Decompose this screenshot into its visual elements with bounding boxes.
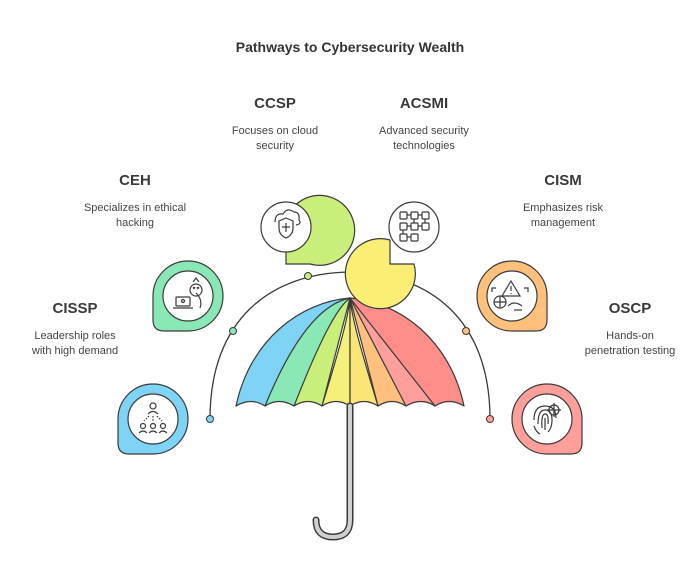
ceh-heading: CEH bbox=[119, 172, 151, 189]
badge-oscp bbox=[511, 383, 583, 455]
badge-cissp bbox=[117, 383, 189, 455]
ceh-description: Specializes in ethical hacking bbox=[83, 202, 187, 229]
cissp-description: Leadership roles with high demand bbox=[31, 330, 119, 357]
acsmi-description: Advanced security technologies bbox=[379, 125, 469, 152]
cissp-heading: CISSP bbox=[52, 300, 98, 317]
risk-management-icon bbox=[491, 279, 529, 311]
label-oscp: OSCP Hands-on penetration testing bbox=[565, 300, 695, 359]
connector-dot-ccsp bbox=[304, 272, 312, 280]
badge-acsmi bbox=[344, 201, 440, 310]
badge-ceh bbox=[152, 260, 224, 332]
acsmi-heading: ACSMI bbox=[399, 95, 449, 112]
connector-dot-cism bbox=[462, 327, 470, 335]
connector-dot-oscp bbox=[486, 415, 494, 423]
ccsp-heading: CCSP bbox=[254, 95, 296, 112]
cism-heading: CISM bbox=[544, 172, 582, 189]
badge-cism bbox=[476, 260, 548, 332]
connector-dot-cissp bbox=[206, 415, 214, 423]
label-cism: CISM Emphasizes risk management bbox=[493, 172, 633, 231]
umbrella-canopy bbox=[235, 297, 465, 407]
team-leader-icon bbox=[138, 402, 168, 434]
diagram-title: Pathways to Cybersecurity Wealth bbox=[235, 39, 465, 55]
cloud-shield-icon bbox=[274, 209, 301, 239]
canopy-panel-green bbox=[264, 297, 351, 407]
ethical-hacker-icon bbox=[173, 277, 203, 309]
canopy-panel-lightyellow bbox=[321, 297, 351, 407]
label-ceh: CEH Specializes in ethical hacking bbox=[65, 172, 205, 231]
label-acsmi: ACSMI Advanced security technologies bbox=[354, 95, 494, 154]
oscp-heading: OSCP bbox=[608, 300, 652, 317]
oscp-description: Hands-on penetration testing bbox=[584, 330, 676, 357]
label-ccsp: CCSP Focuses on cloud security bbox=[205, 95, 345, 154]
badge-ccsp bbox=[260, 194, 356, 266]
umbrella-handle bbox=[312, 402, 354, 541]
fingerprint-target-icon bbox=[533, 403, 561, 435]
network-grid-icon bbox=[399, 211, 430, 242]
cism-description: Emphasizes risk management bbox=[522, 202, 604, 229]
ccsp-description: Focuses on cloud security bbox=[231, 125, 319, 152]
label-cissp: CISSP Leadership roles with high demand bbox=[10, 300, 140, 359]
connector-dot-ceh bbox=[229, 327, 237, 335]
canopy-panel-lime bbox=[293, 297, 351, 407]
